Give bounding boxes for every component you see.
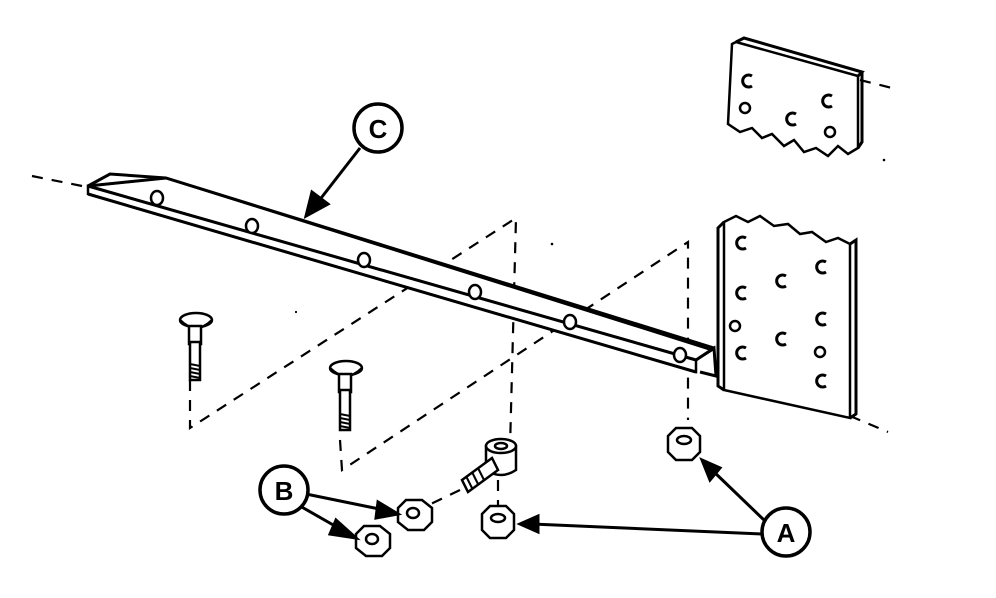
callout-b-label: B	[275, 476, 294, 506]
callout-a: A	[760, 506, 812, 558]
centerline-right	[849, 414, 889, 434]
callout-c-label: C	[369, 114, 388, 144]
upper-plate	[726, 36, 865, 158]
scan-speck	[882, 158, 886, 162]
nut-a-right	[666, 426, 702, 462]
nut-b-upper	[396, 498, 434, 532]
assembly-guide-lines	[188, 215, 690, 472]
carriage-bolt-left	[178, 311, 214, 382]
carriage-bolt-right	[328, 359, 364, 432]
scan-speck	[550, 242, 554, 246]
nut-b-lower	[354, 524, 392, 558]
bracket-bar	[86, 172, 718, 378]
callout-c: C	[352, 102, 404, 154]
eye-bolt	[413, 437, 518, 513]
callout-a-label: A	[777, 518, 796, 548]
callout-b: B	[258, 464, 310, 516]
scan-speck	[294, 310, 298, 314]
centerline-top-right	[859, 78, 893, 90]
leader-arrows	[299, 147, 766, 541]
centerline-left	[31, 174, 93, 190]
lower-plate	[716, 214, 858, 420]
nut-a-center	[480, 504, 516, 540]
